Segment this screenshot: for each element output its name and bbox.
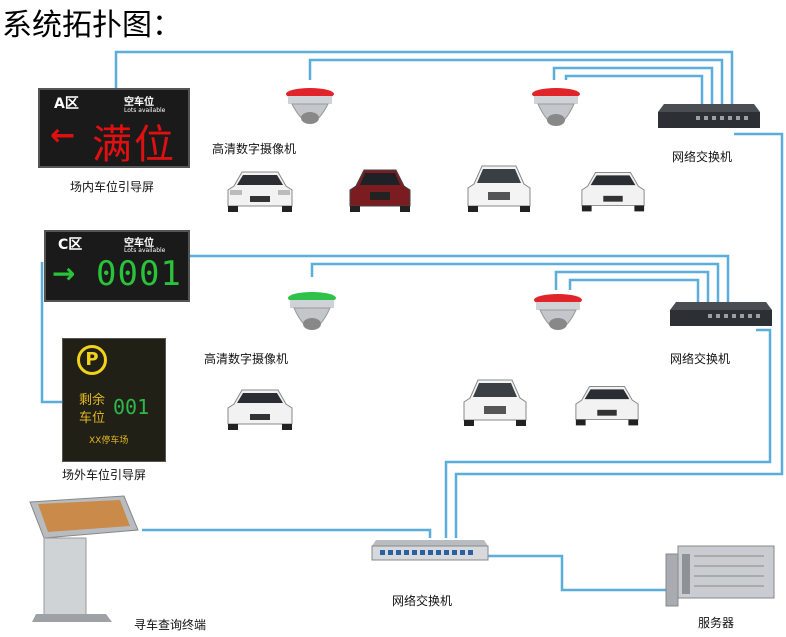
- camera-label-bottom: 高清数字摄像机: [204, 352, 289, 366]
- camera-icon: [286, 88, 334, 124]
- lots-header: 空车位: [124, 97, 154, 108]
- zone-label: A区: [54, 96, 79, 112]
- camera-icon: [534, 294, 582, 330]
- indoor-guide-screen-c: C区 空车位 Lots available → 0001: [44, 230, 190, 302]
- network-switch-icon: [371, 540, 489, 561]
- camera-icon: [288, 292, 336, 330]
- available-count: 0001: [96, 254, 182, 294]
- lots-header-sub: Lots available: [124, 247, 166, 254]
- left-arrow-icon: ←: [50, 118, 76, 153]
- full-status: 满位: [92, 122, 176, 168]
- parking-p-icon: P: [77, 345, 107, 375]
- lots-header: 空车位: [124, 238, 154, 249]
- car-icon: [575, 386, 639, 426]
- lots-header-sub: Lots available: [124, 107, 166, 114]
- switch-bottom-label: 网络交换机: [392, 594, 453, 608]
- server-label: 服务器: [698, 616, 735, 630]
- network-switch-icon: [670, 302, 772, 326]
- network-switch-icon: [658, 104, 760, 128]
- car-icon: [227, 389, 293, 430]
- remaining-count: 001: [113, 395, 150, 419]
- car-icon: [227, 171, 293, 212]
- indoor-guide-screen-a: A区 空车位 Lots available ← 满位: [38, 88, 190, 168]
- right-arrow-icon: →: [52, 257, 76, 290]
- lot-name: XX停车场: [89, 436, 129, 446]
- switch-mid-label: 网络交换机: [670, 352, 731, 366]
- indoor-screen-label: 场内车位引导屏: [70, 180, 155, 194]
- outdoor-guide-screen: P 剩余 车位 001 XX停车场: [62, 338, 166, 462]
- remaining-line2: 车位: [79, 411, 106, 426]
- diagram-title: 系统拓扑图：: [2, 8, 182, 43]
- camera-label-top: 高清数字摄像机: [212, 142, 297, 156]
- server-icon: [665, 545, 775, 607]
- car-icon: [467, 165, 531, 212]
- car-icon: [581, 172, 645, 212]
- zone-label: C区: [58, 237, 83, 253]
- car-icon: [349, 169, 411, 212]
- outdoor-screen-label: 场外车位引导屏: [62, 468, 147, 482]
- camera-icon: [532, 88, 580, 126]
- kiosk-terminal-icon: [29, 495, 139, 622]
- kiosk-label: 寻车查询终端: [134, 618, 207, 632]
- remaining-line1: 剩余: [79, 393, 106, 408]
- car-icon: [463, 379, 527, 426]
- switch-top-label: 网络交换机: [672, 150, 733, 164]
